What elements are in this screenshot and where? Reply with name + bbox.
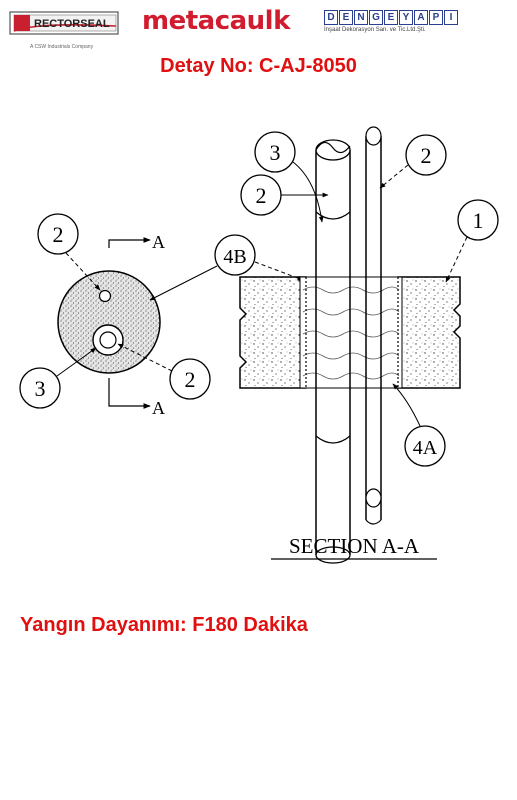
section-mark-a-top: A [152, 232, 165, 252]
dengeyapi-letter: I [444, 10, 458, 25]
section-view: 3 2 2 1 4A SECTION A-A [239, 126, 499, 564]
conductor-2-body [365, 136, 382, 520]
leader-2-plan-top [65, 252, 101, 291]
cable-3-body [315, 150, 351, 555]
metacaulk-logo: metacaulk [142, 6, 290, 36]
leader-3-plan [56, 347, 97, 377]
wall-assembly-right [397, 276, 461, 389]
cable-3-break-mid-top [315, 211, 351, 220]
dengeyapi-letter: E [384, 10, 398, 25]
section-label: SECTION A-A [289, 534, 420, 558]
dengeyapi-letter: A [414, 10, 428, 25]
leader-2-plan-bottom [117, 343, 173, 372]
rectorseal-wordmark: RECTORSEAL [34, 18, 110, 30]
leader-4a [392, 383, 421, 427]
callout-2-plan-bottom-label: 2 [185, 367, 196, 392]
leader-4b-plan [149, 265, 218, 301]
callout-3-section-label: 3 [270, 140, 281, 165]
small-conductor [98, 289, 112, 303]
conductor-2-end [365, 519, 382, 525]
callout-2-plan-bottom [169, 358, 211, 400]
callout-4b-label: 4B [223, 246, 246, 268]
dengeyapi-letter: P [429, 10, 443, 25]
cable-3-break-top [315, 139, 351, 161]
section-cut-line-bottom [108, 378, 151, 409]
dengeyapi-letter: D [324, 10, 338, 25]
callout-3-plan-label: 3 [35, 376, 46, 401]
section-cut-line-top [108, 237, 151, 248]
fill-material-hatch [302, 286, 400, 380]
callout-2-plan-top [37, 213, 79, 255]
dengeyapi-tagline: İnşaat Dekorasyon San. ve Tic.Ltd.Şti. [324, 27, 426, 33]
dengeyapi-letter: E [339, 10, 353, 25]
wall-assembly-left [239, 276, 307, 389]
rectorseal-tagline: A CSW Industrials Company [30, 44, 94, 50]
fill-material-disk [57, 270, 161, 374]
rectorseal-logo-mark: RECTORSEAL [9, 11, 119, 35]
leader-3-section [292, 161, 324, 223]
cable-conductor [99, 331, 117, 349]
callout-3-plan [19, 367, 61, 409]
fire-rating-text: Yangın Dayanımı: F180 Dakika [20, 614, 308, 636]
conductor-2-break-top [365, 126, 382, 146]
cable-3-break-curve-top [315, 141, 351, 154]
callout-2-section-left-label: 2 [256, 183, 267, 208]
callout-3-section [254, 131, 296, 173]
cable-3-break-mid-bottom [315, 435, 351, 444]
conductor-2-break-bottom [365, 488, 382, 508]
leader-2-section-right [379, 164, 409, 189]
callout-2-section-right [405, 134, 447, 176]
section-mark-a-bottom: A [152, 398, 165, 418]
rectorseal-logo: RECTORSEAL A CSW Industrials Company [8, 8, 120, 56]
dengeyapi-letter: Y [399, 10, 413, 25]
dengeyapi-letter: G [369, 10, 383, 25]
callout-1 [457, 199, 499, 241]
callout-4a-label: 4A [413, 437, 438, 459]
plan-view: A A 2 3 2 4B [19, 213, 304, 418]
dengeyapi-letter: N [354, 10, 368, 25]
callout-2-section-right-label: 2 [421, 143, 432, 168]
detail-number-title: Detay No: C-AJ-8050 [160, 55, 357, 77]
callout-1-label: 1 [473, 208, 484, 233]
callout-2-plan-top-label: 2 [53, 222, 64, 247]
callout-4a [404, 425, 446, 467]
leader-1 [445, 236, 468, 283]
callout-4b [214, 234, 256, 276]
